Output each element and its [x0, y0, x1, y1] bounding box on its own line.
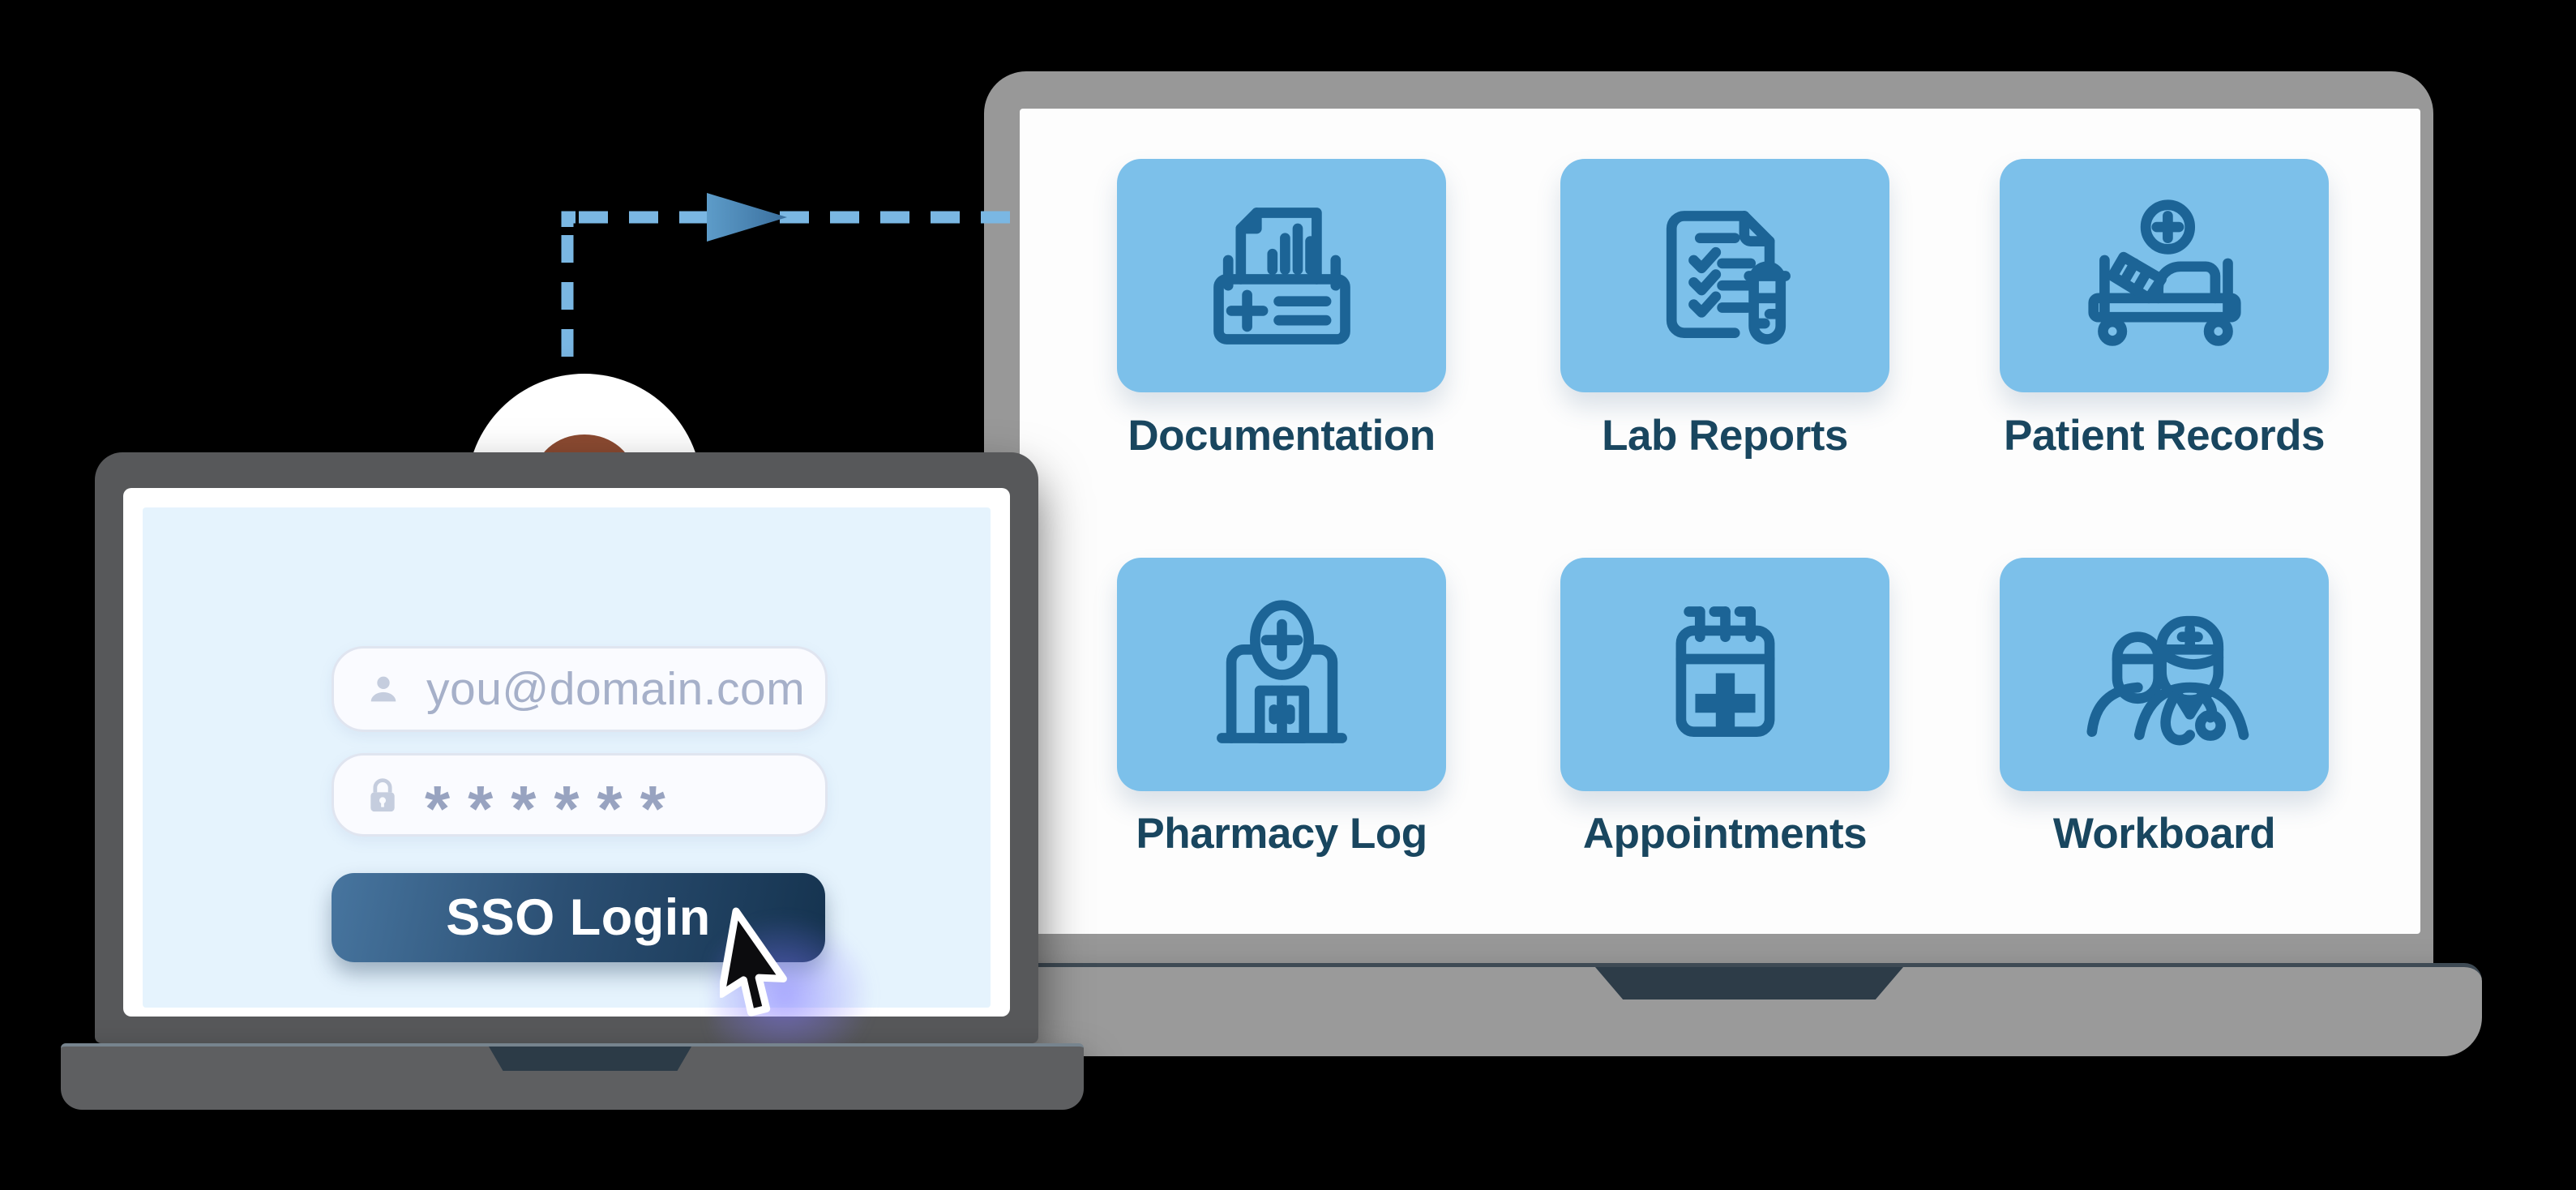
app-label: Workboard: [2052, 810, 2276, 858]
password-mask: ******: [425, 772, 683, 845]
arrowhead-icon: [707, 193, 787, 242]
appointments-icon: [1675, 606, 1774, 737]
tile-appointments[interactable]: [1560, 558, 1889, 791]
cursor-pointer-icon: [720, 907, 787, 1017]
app-label: Pharmacy Log: [1136, 810, 1427, 858]
user-icon: [365, 670, 402, 708]
app-label: Documentation: [1128, 412, 1436, 460]
app-label: Appointments: [1582, 810, 1868, 858]
email-field[interactable]: you@domain.com: [332, 646, 828, 732]
sso-login-label: SSO Login: [446, 889, 711, 946]
patient-records-icon: [2087, 199, 2241, 346]
sso-flow-arrow: [561, 193, 1020, 370]
tile-pharmacy-log[interactable]: [1117, 558, 1446, 791]
tile-patient-records[interactable]: [2000, 159, 2329, 392]
password-field[interactable]: ******: [332, 753, 828, 841]
tile-workboard[interactable]: [2000, 558, 2329, 791]
app-label: Patient Records: [2003, 412, 2326, 460]
tile-documentation[interactable]: [1117, 159, 1446, 392]
small-laptop-notch: [489, 1047, 691, 1071]
documentation-icon: [1213, 207, 1350, 345]
lock-icon: [365, 776, 400, 815]
workboard-icon: [2086, 615, 2249, 745]
app-label: Lab Reports: [1602, 412, 1848, 460]
large-laptop-notch: [1595, 967, 1903, 1000]
email-placeholder: you@domain.com: [426, 663, 806, 715]
tile-lab-reports[interactable]: [1560, 159, 1889, 392]
pharmacy-log-icon: [1216, 599, 1347, 743]
lab-reports-icon: [1666, 210, 1791, 345]
